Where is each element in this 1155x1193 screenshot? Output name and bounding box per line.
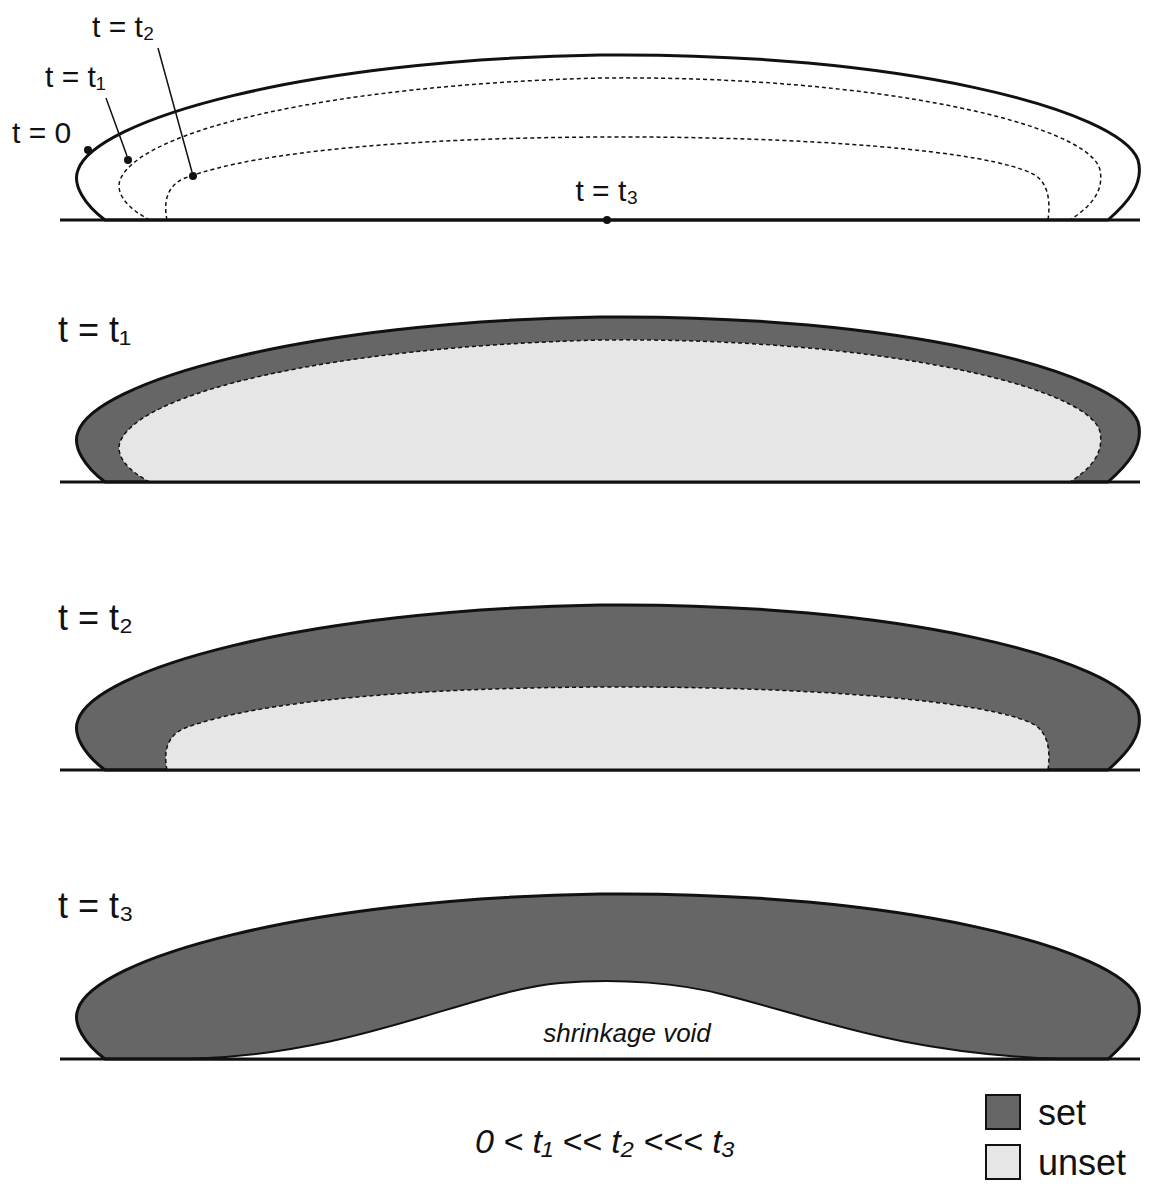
- callout-label: t = t₁: [45, 62, 106, 92]
- panel-t1: [60, 317, 1140, 482]
- caption: 0 < t₁ << t₂ <<< t₃: [475, 1124, 735, 1158]
- callout-label: t = t₃: [575, 176, 638, 206]
- legend-swatch: [985, 1144, 1021, 1180]
- panel-label: t = t₂: [58, 600, 133, 636]
- legend-label: unset: [1038, 1145, 1126, 1181]
- legend-swatch: [985, 1094, 1021, 1130]
- front-outlines: [60, 48, 1140, 224]
- callout-label: t = t₂: [92, 12, 155, 42]
- region-label: shrinkage void: [543, 1020, 711, 1046]
- panel-t3: [60, 894, 1140, 1059]
- panel-label: t = t₃: [58, 888, 134, 924]
- legend-label: set: [1038, 1095, 1086, 1131]
- callout-label: t = 0: [12, 118, 71, 148]
- panel-t2: [60, 605, 1140, 770]
- panel-label: t = t₁: [58, 312, 131, 348]
